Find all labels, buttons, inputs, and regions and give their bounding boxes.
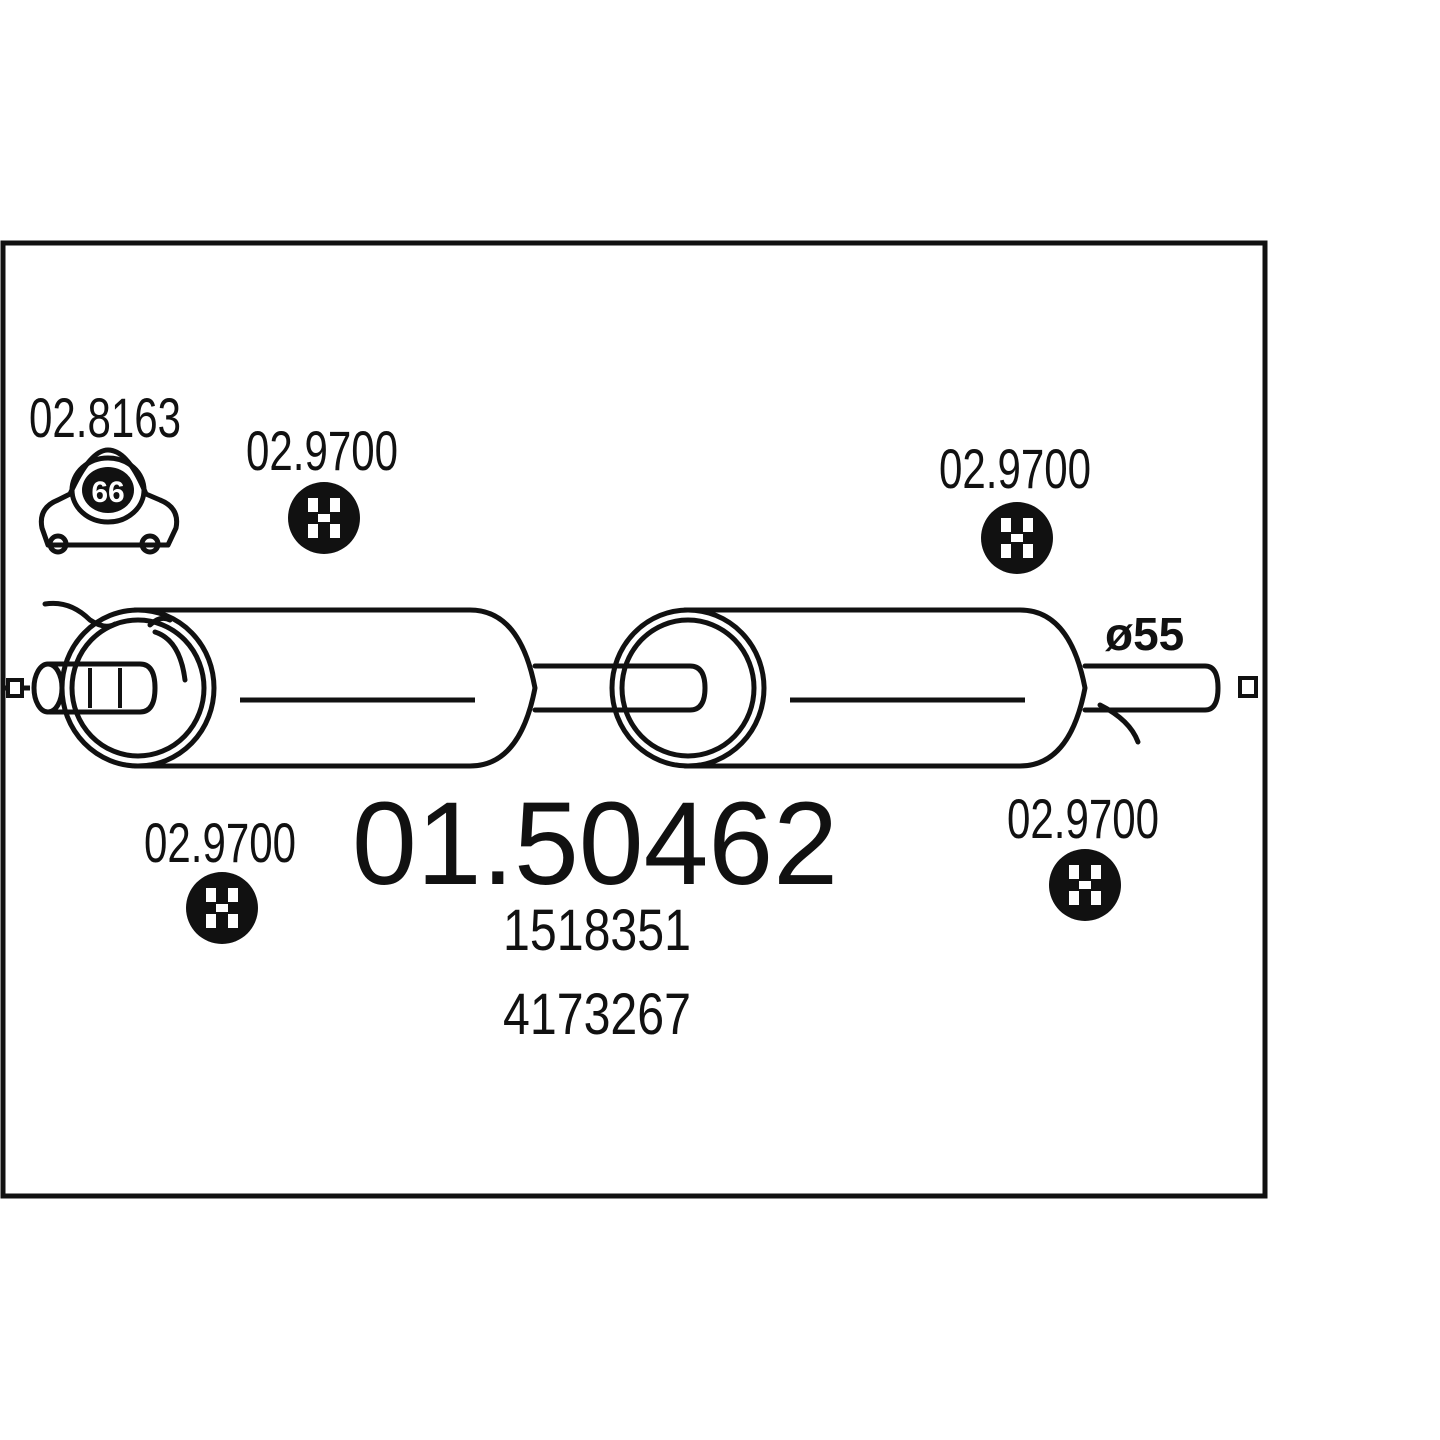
rubber-mount-icon: [1049, 849, 1121, 921]
rubber-mount-icon: [981, 502, 1053, 574]
oem-number-2: 4173267: [503, 982, 691, 1047]
oem-number-1: 1518351: [503, 898, 691, 963]
clamp-size-label: 66: [91, 476, 124, 509]
mount-part-number-1: 02.9700: [246, 419, 398, 482]
mount-part-number-2: 02.9700: [939, 437, 1091, 500]
rubber-mount-icon: [288, 482, 360, 554]
clamp-icon: 66: [38, 447, 180, 555]
main-part-number: 01.50462: [352, 778, 838, 910]
mount-part-number-3: 02.9700: [144, 811, 296, 874]
mount-part-number-4: 02.9700: [1007, 787, 1159, 850]
outlet-diameter-label: ø55: [1105, 608, 1184, 660]
clamp-part-number: 02.8163: [29, 386, 181, 449]
diagram-frame: [0, 240, 1268, 1199]
exhaust-assembly: [3, 600, 1258, 769]
rubber-mount-icon: [186, 872, 258, 944]
